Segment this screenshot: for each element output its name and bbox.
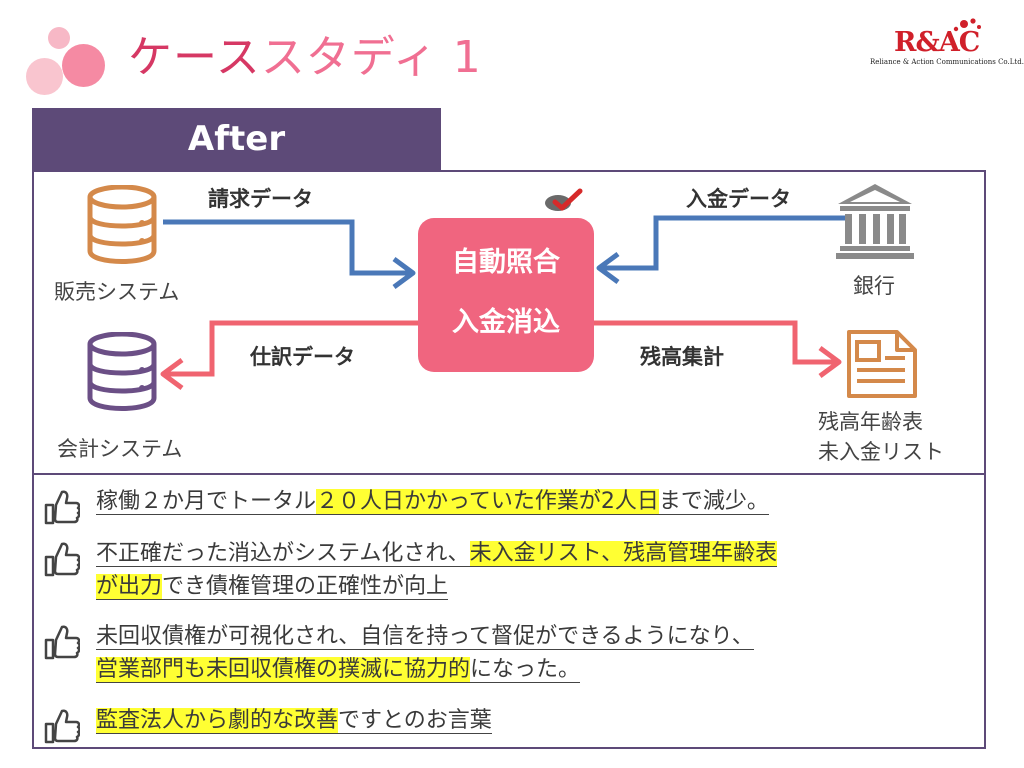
flow-label-journal: 仕訳データ [250, 345, 355, 369]
center-label-2: 入金消込 [452, 307, 560, 338]
arrow-balance [594, 320, 836, 365]
logo-text: R&AC [894, 27, 980, 58]
auto-matching-box: 自動照合 入金消込 [418, 218, 594, 372]
bullet-item: 不正確だった消込がシステム化され、未入金リスト、残高管理年齢表 が出力でき債権管… [40, 537, 980, 607]
database-icon [87, 185, 157, 264]
diagram-frame [32, 170, 986, 475]
company-logo: R&AC Reliance & Action Communications Co… [870, 18, 1024, 72]
bullet-item: 監査法人から劇的な改善ですとのお言葉 [40, 704, 980, 744]
thumbs-up-icon [44, 709, 80, 744]
report-label-1: 残高年齢表 [818, 410, 923, 434]
thumbs-up-icon [44, 490, 80, 525]
bullet-text: 未回収債権が可視化され、自信を持って督促ができるようになり、 営業部門も未回収債… [96, 624, 754, 683]
bullets-frame [32, 475, 986, 749]
sales-system-label: 販売システム [54, 280, 180, 304]
page-title: ケーススタディ 1 [128, 32, 482, 83]
logo-subtext: Reliance & Action Communications Co.Ltd. [870, 58, 1024, 66]
bullet-item: 稼働２か月でトータル２０人日かかっていた作業が2人日まで減少。 [40, 485, 980, 525]
bullet-text: 監査法人から劇的な改善ですとのお言葉 [96, 708, 492, 734]
checkmark-logo-icon [545, 188, 583, 211]
bullet-text: 不正確だった消込がシステム化され、未入金リスト、残高管理年齢表 が出力でき債権管… [96, 541, 778, 600]
flow-label-payment: 入金データ [686, 187, 791, 211]
flow-label-balance: 残高集計 [640, 345, 724, 369]
flow-label-invoice: 請求データ [208, 187, 313, 211]
thumbs-up-icon [44, 625, 80, 660]
arrow-journal [166, 320, 418, 377]
bullet-text: 稼働２か月でトータル２０人日かかっていた作業が2人日まで減少。 [96, 489, 769, 515]
bank-icon [836, 184, 914, 259]
bullet-item: 未回収債権が可視化され、自信を持って督促ができるようになり、 営業部門も未回収債… [40, 620, 980, 690]
accounting-system-label: 会計システム [57, 437, 183, 461]
thumbs-up-icon [44, 542, 80, 577]
report-label-2: 未入金リスト [818, 440, 944, 464]
after-tab: After [32, 108, 441, 170]
database-icon [87, 332, 157, 411]
arrow-invoice [163, 219, 410, 276]
arrow-payment [602, 215, 845, 271]
center-label-1: 自動照合 [452, 247, 560, 278]
bank-label: 銀行 [853, 274, 895, 298]
document-icon [847, 330, 917, 398]
